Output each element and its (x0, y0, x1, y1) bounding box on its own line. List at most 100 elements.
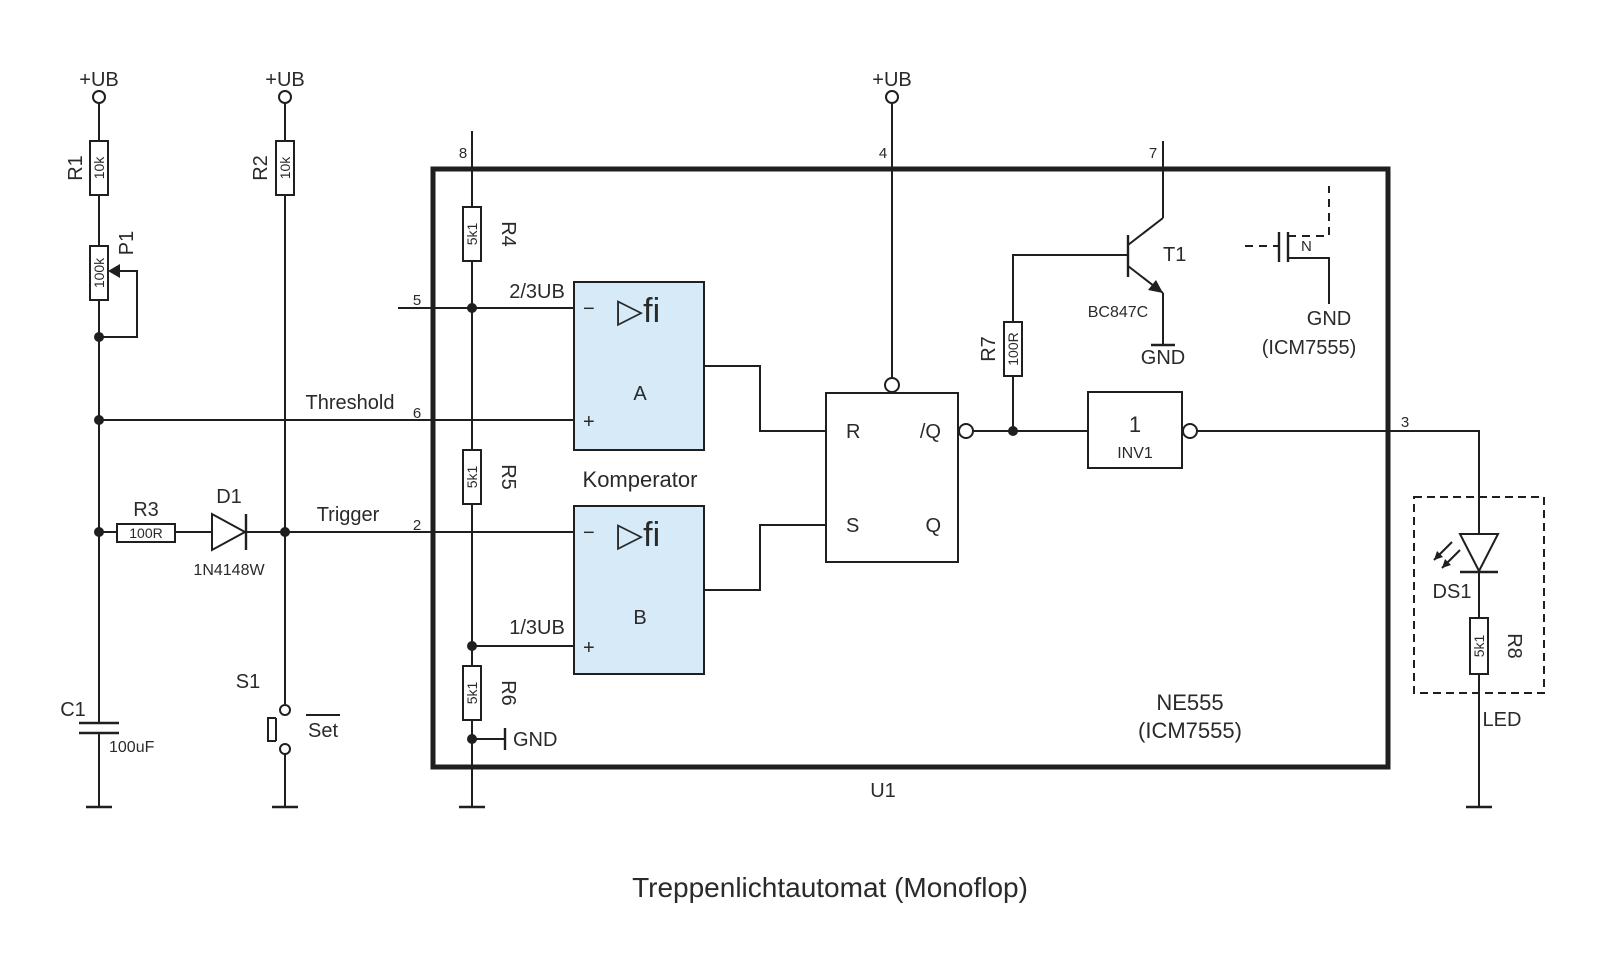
comparator-a-plus: + (583, 411, 595, 433)
ub-terminal-3 (885, 90, 899, 104)
r6-ref: R6 (497, 680, 519, 706)
s1-contact-bottom (279, 743, 291, 755)
gnd-label-internal: GND (513, 729, 557, 751)
r4-ref: R4 (497, 221, 519, 247)
r8-value: 5k1 (1471, 635, 1487, 658)
ff-r-label: R (846, 421, 860, 443)
flipflop-box (825, 392, 959, 563)
r2-value: 10k (277, 156, 293, 180)
ub-label-1: +UB (79, 69, 118, 91)
junction-2-3ub (467, 303, 477, 313)
comparator-a: ▷fi − + A 2/3UB (509, 281, 705, 451)
ds1-led-triangle (1458, 533, 1500, 574)
u1-type: NE555 (1156, 690, 1223, 715)
c1-value: 100uF (109, 739, 155, 756)
trigger-label: Trigger (317, 504, 380, 526)
mosfet-variant: N GND (ICM7555) (1245, 186, 1356, 359)
u1-ref: U1 (870, 780, 896, 802)
reset-inversion-bubble (884, 377, 900, 393)
r2-ref: R2 (250, 155, 272, 181)
discharge-stage: 100R R7 7 GND T1 BC847C (978, 141, 1186, 431)
mosfet-gnd-label: GND (1307, 308, 1351, 330)
set-branch: +UB 10k R2 S1 Set (236, 69, 340, 809)
t1-ref: T1 (1163, 244, 1186, 266)
pin-8-label: 8 (459, 145, 467, 162)
comparator-a-minus: − (583, 298, 595, 320)
r1-ref: R1 (65, 155, 87, 181)
ic-u1-outline (430, 166, 1391, 770)
threshold-label: Threshold (306, 392, 395, 414)
voltage-divider: 8 5k1 R4 5k1 R5 5k1 R6 GND (459, 131, 574, 809)
left-branch: +UB 10k R1 100k P1 C1 100uF (60, 69, 155, 809)
r5-ref: R5 (497, 464, 519, 490)
ref-2-3ub: 2/3UB (509, 281, 565, 303)
trigger-input: 100R R3 D1 1N4148W (99, 486, 285, 579)
pin-7-label: 7 (1149, 145, 1157, 162)
p1-wiper-wire (99, 270, 138, 338)
comparator-a-box (573, 281, 705, 451)
s1-pushbutton (267, 717, 276, 742)
ff-q-label: Q (925, 515, 941, 537)
pin-3-label: 3 (1401, 414, 1409, 431)
input-nets: Threshold 6 Trigger 2 5 (99, 292, 574, 534)
mosfet-type-label: N (1301, 238, 1312, 255)
comparator-b-minus: − (583, 522, 595, 544)
mosfet-source (1288, 257, 1330, 304)
wire-compb-out (704, 524, 826, 591)
p1-ref: P1 (116, 231, 138, 255)
pin-4-label: 4 (879, 145, 887, 162)
ds1-ray-arrow-2 (1442, 559, 1451, 568)
mosfet-drain (1288, 186, 1330, 237)
d1-ref: D1 (216, 486, 242, 508)
inverter-symbol: 1 (1129, 412, 1141, 437)
ub-terminal-1 (92, 90, 106, 104)
wire-output (1197, 430, 1480, 538)
rs-flipflop: +UB 4 R S /Q Q (825, 69, 974, 563)
ds1-ray-arrow-1 (1434, 551, 1443, 560)
pin-5-label: 5 (413, 292, 421, 309)
d1-value: 1N4148W (193, 562, 265, 579)
d1-diode (211, 512, 248, 552)
ub-terminal-2 (278, 90, 292, 104)
pin-2-label: 2 (413, 517, 421, 534)
ub-label-3: +UB (872, 69, 911, 91)
r4-value: 5k1 (464, 223, 480, 246)
comparator-b-symbol: ▷fi (617, 516, 660, 554)
p1-value: 100k (91, 257, 107, 288)
qn-inversion-bubble (958, 423, 974, 439)
comparator-a-symbol: ▷fi (617, 292, 660, 330)
s1-ref: S1 (236, 671, 260, 693)
inverter-inv1: 1 INV1 (1087, 391, 1198, 469)
ref-1-3ub: 1/3UB (509, 617, 565, 639)
komperator-label: Komperator (583, 467, 698, 492)
pin-6-label: 6 (413, 405, 421, 422)
comparator-b-box (573, 505, 705, 675)
r7-ref: R7 (978, 336, 1000, 362)
ff-qn-label: /Q (920, 421, 941, 443)
inverter-ref: INV1 (1117, 445, 1153, 462)
t1-gnd-label: GND (1141, 347, 1185, 369)
wire-t1-base (1012, 254, 1128, 322)
ub-label-2: +UB (265, 69, 304, 91)
inverter-output-bubble (1182, 423, 1198, 439)
t1-value: BC847C (1088, 304, 1148, 321)
comparator-b-plus: + (583, 637, 595, 659)
r3-value: 100R (129, 525, 162, 541)
comparator-b: ▷fi − + B 1/3UB (509, 505, 705, 675)
s1-contact-top (279, 704, 291, 716)
c1-ref: C1 (60, 699, 86, 721)
t1-emitter-arrow (1148, 280, 1163, 293)
p1-wiper-arrow (108, 264, 120, 278)
ds1-ref: DS1 (1433, 581, 1472, 603)
r3-ref: R3 (133, 499, 159, 521)
comparator-b-name: B (633, 607, 646, 629)
u1-alt: (ICM7555) (1138, 718, 1242, 743)
r5-value: 5k1 (464, 466, 480, 489)
diagram-title: Treppenlichtautomat (Monoflop) (632, 872, 1028, 903)
r1-value: 10k (91, 156, 107, 180)
output-led: 3 DS1 5k1 R8 LED (1197, 414, 1545, 809)
r8-ref: R8 (1503, 633, 1525, 659)
wire-compa-out (704, 365, 826, 432)
ff-s-label: S (846, 515, 859, 537)
